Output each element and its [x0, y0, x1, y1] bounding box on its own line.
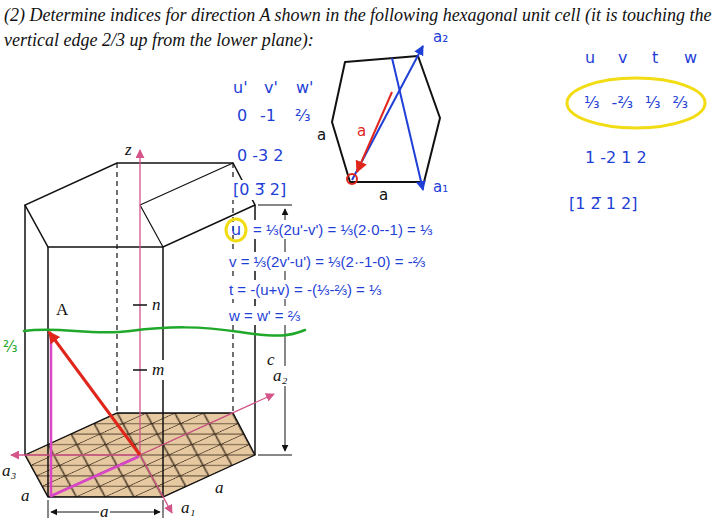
component-path — [51, 334, 138, 496]
sketch-axis — [352, 46, 423, 180]
sketch-direction — [357, 92, 392, 172]
miller-index: [0 3̅ 2] — [232, 180, 287, 200]
yellow-oval: ⅓-⅔⅓⅔ — [565, 76, 707, 130]
height-fraction: ⅔ — [2, 338, 19, 357]
height-line — [24, 327, 305, 335]
dimension-label: a — [20, 486, 31, 506]
index-fraction: ⅓ — [584, 93, 600, 113]
index-value: -1 — [259, 106, 277, 126]
equation-variable: u — [231, 220, 241, 240]
index-fraction: -⅔ — [612, 93, 633, 113]
sketch-hexagon — [332, 56, 440, 182]
index-header: u — [584, 48, 596, 68]
dimension-label: a — [214, 478, 225, 498]
a2-axis — [140, 394, 274, 455]
axis-label: a₂ — [432, 28, 449, 47]
index-header: t — [651, 48, 659, 68]
axis-label: a₂ — [272, 366, 288, 386]
equation: w = w' = ⅔ — [228, 306, 301, 325]
point-label: A — [55, 300, 69, 320]
index-header: u' — [232, 78, 249, 98]
axis-label: a₁ — [180, 498, 196, 518]
equation: v = ⅓(2v'-u') = ⅓(2·-1-0) = -⅔ — [228, 252, 426, 271]
sketch-origin — [347, 174, 357, 184]
index-fraction: ⅔ — [672, 93, 688, 113]
dimension-label: a — [99, 502, 110, 522]
a1-axis — [140, 455, 172, 513]
a3-axis — [11, 454, 140, 455]
index-header: w — [683, 48, 698, 68]
equation: = ⅓(2u'-v') = ⅓(2·0--1) = ⅓ — [252, 220, 434, 239]
question-text: (2) Determine indices for direction A sh… — [4, 3, 714, 53]
axis-label: z — [124, 140, 133, 160]
edge-label: a — [378, 186, 389, 205]
edge-label: a — [316, 126, 327, 145]
index-values: 1 -2 1 2 — [584, 148, 648, 168]
index-values: 0 -3 2 — [236, 146, 284, 166]
tick-label: n — [151, 295, 162, 315]
top-plane-line — [140, 163, 233, 247]
tick-label: m — [151, 360, 165, 380]
text-row: ⅓-⅔⅓⅔ — [584, 93, 688, 113]
highlight-ellipse — [567, 78, 705, 128]
equation: t = -(u+v) = -(⅓-⅔) = ⅓ — [228, 280, 383, 299]
direction-arrow — [49, 332, 140, 455]
edge-label: a — [356, 122, 367, 141]
hidden-edge — [117, 163, 233, 413]
tick-mark — [133, 305, 147, 370]
yellow-circle: u — [224, 217, 248, 243]
index-value: ⅔ — [294, 106, 312, 126]
index-header: v' — [263, 78, 279, 98]
axis-label: a₃ — [1, 461, 17, 481]
index-header: w' — [295, 78, 314, 98]
index-value: 0 — [236, 106, 248, 126]
dimension-line — [285, 209, 286, 451]
sketch-axis — [392, 58, 423, 190]
axis-label: a₁ — [432, 178, 449, 197]
extension-line — [258, 205, 292, 455]
index-fraction: ⅓ — [645, 93, 661, 113]
miller-bravais-index: [1 2̅ 1 2] — [568, 194, 638, 214]
index-header: v — [617, 48, 628, 68]
highlight-ellipse — [226, 219, 246, 241]
z-axis — [139, 150, 140, 455]
text-row: u — [231, 220, 241, 240]
